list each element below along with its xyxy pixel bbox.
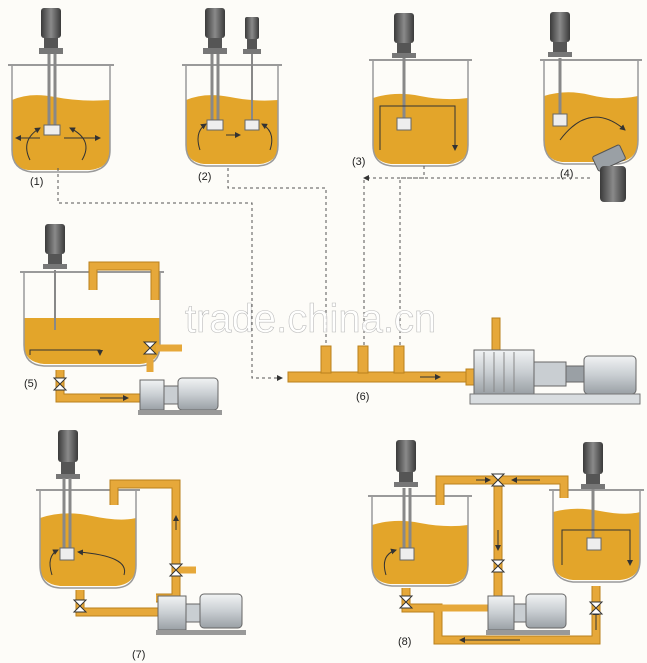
diagram-1: (1) xyxy=(8,8,114,188)
motor-icon xyxy=(56,430,80,479)
dashed-connectors xyxy=(57,166,590,381)
diagram-3-label: (3) xyxy=(352,156,365,168)
diagram-2-label: (2) xyxy=(198,171,211,183)
mixing-tank xyxy=(369,58,472,167)
motor-icon xyxy=(392,13,416,58)
motor-icon xyxy=(581,442,605,489)
pump-icon xyxy=(486,593,570,635)
mixing-tank xyxy=(36,478,140,589)
diagram-3: (3) xyxy=(352,13,472,168)
homogenizer-machine xyxy=(469,349,641,405)
motor-icon xyxy=(394,440,418,487)
diagram-5-label: (5) xyxy=(24,378,37,390)
diagram-7-label: (7) xyxy=(132,649,145,661)
watermark: trade.china.cn xyxy=(185,297,436,341)
motor-icon xyxy=(39,8,63,54)
diagram-4: (4) xyxy=(540,12,642,202)
pump-icon xyxy=(156,593,246,635)
valve-icon xyxy=(72,563,184,613)
bottom-motor-icon xyxy=(592,144,626,202)
motor-icon xyxy=(43,224,67,269)
diagram-6-label: (6) xyxy=(356,391,369,403)
valve-icon xyxy=(52,341,158,391)
diagram-8: (8) xyxy=(368,440,644,648)
mixing-tank xyxy=(368,488,472,587)
mixing-tank xyxy=(182,54,282,167)
manifold-pipe xyxy=(287,317,501,386)
mixing-tank xyxy=(549,489,644,583)
pipe xyxy=(401,475,601,645)
mixing-tank xyxy=(540,58,642,165)
pump-icon xyxy=(138,377,222,415)
diagram-2: (2) xyxy=(182,8,282,183)
motor-icon xyxy=(548,12,572,57)
motor-icon xyxy=(243,17,261,54)
valve-icon xyxy=(398,473,604,615)
diagram-4-label: (4) xyxy=(560,168,573,180)
motor-icon xyxy=(203,8,227,54)
mixing-tank xyxy=(8,54,114,173)
diagram-8-label: (8) xyxy=(398,636,411,648)
diagram-5: (5) xyxy=(20,224,222,415)
diagram-7: (7) xyxy=(36,430,246,661)
diagram-1-label: (1) xyxy=(30,176,43,188)
diagram-6: (6) xyxy=(287,317,641,405)
